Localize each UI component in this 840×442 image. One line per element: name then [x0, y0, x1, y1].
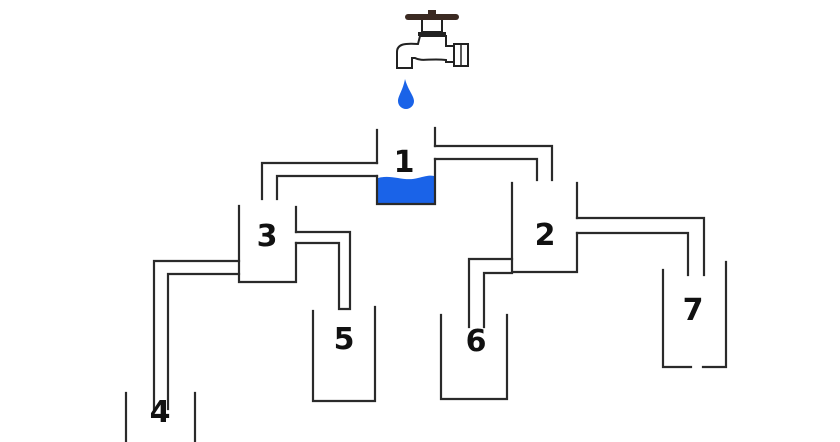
faucet-icon — [396, 10, 469, 69]
container-label-7: 7 — [683, 293, 704, 328]
container-label-2: 2 — [535, 218, 556, 253]
container-3 — [152, 204, 352, 411]
container-7 — [661, 260, 728, 369]
container-label-1: 1 — [394, 145, 415, 180]
water-drop-icon — [398, 79, 414, 109]
container-label-4: 4 — [150, 395, 171, 430]
container-label-3: 3 — [257, 219, 278, 254]
container-label-6: 6 — [466, 324, 487, 359]
container-1 — [260, 126, 554, 206]
container-label-5: 5 — [334, 322, 355, 357]
water-fill — [378, 175, 434, 204]
container-6 — [439, 313, 509, 401]
container-4 — [124, 391, 197, 442]
container-2 — [467, 181, 706, 329]
container-5 — [311, 305, 377, 403]
